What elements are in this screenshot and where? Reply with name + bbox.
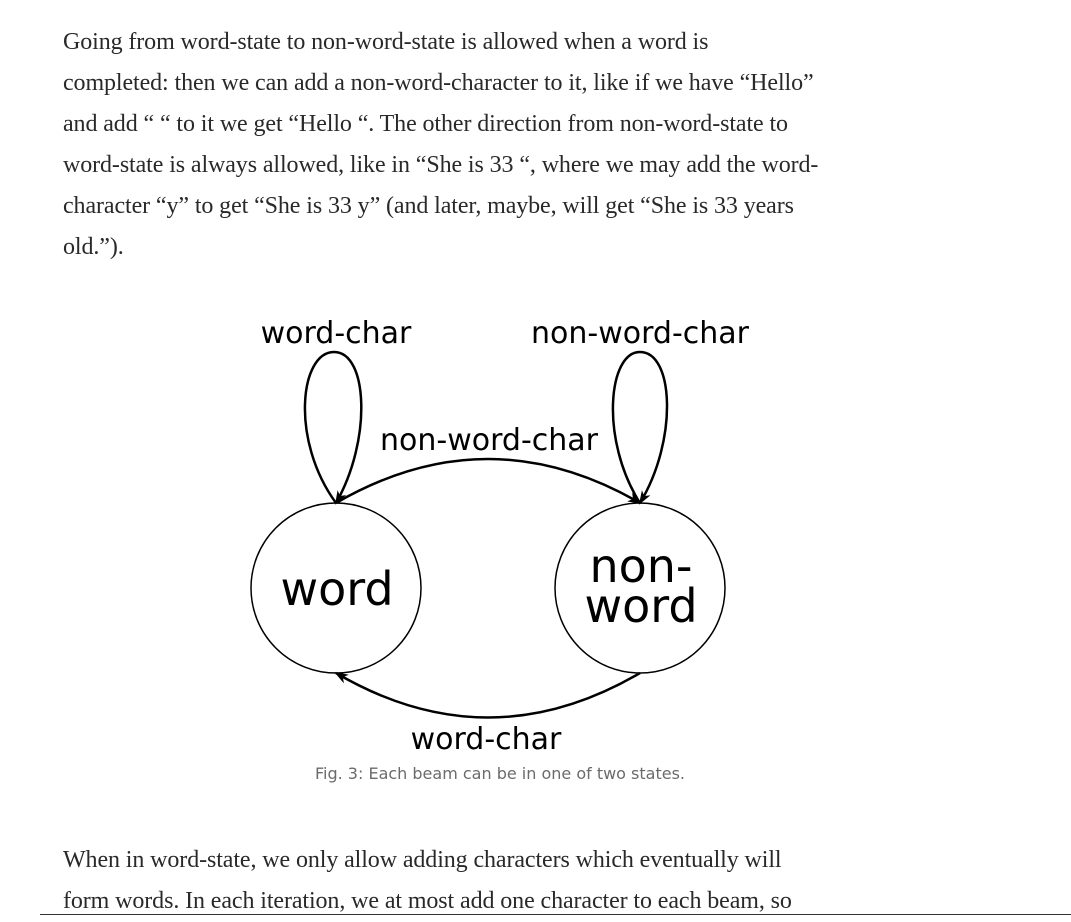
non-word-self-loop-label: non-word-char [531, 316, 750, 351]
text-line: When in word-state, we only allow adding… [63, 847, 782, 873]
state-diagram-figure: word non- word word-char non-word-char n… [0, 300, 1071, 800]
divider [40, 914, 1071, 915]
article-body: Going from word-state to non-word-state … [63, 22, 953, 268]
non-word-state-label-line1: non- [589, 539, 692, 593]
word-to-non-word-arrow [335, 457, 642, 505]
text-line: word-state is always allowed, like in “S… [63, 152, 819, 178]
article-body-continued: When in word-state, we only allow adding… [63, 840, 953, 922]
state-diagram: word non- word word-char non-word-char n… [250, 316, 750, 757]
non-word-self-loop-arrow [611, 350, 669, 505]
text-line: Going from word-state to non-word-state … [63, 29, 709, 55]
non-word-to-word-label: word-char [411, 722, 562, 757]
text-line: completed: then we can add a non-word-ch… [63, 70, 814, 96]
word-to-non-word-label: non-word-char [380, 423, 599, 458]
word-state-label: word [280, 562, 393, 616]
word-self-loop-arrow [303, 350, 363, 505]
figure-caption: Fig. 3: Each beam can be in one of two s… [314, 764, 686, 783]
text-line: form words. In each iteration, we at mos… [63, 888, 792, 914]
paragraph: When in word-state, we only allow adding… [63, 840, 953, 922]
text-line: character “y” to get “She is 33 y” (and … [63, 193, 794, 219]
non-word-to-word-arrow [334, 671, 641, 719]
paragraph: Going from word-state to non-word-state … [63, 22, 953, 268]
non-word-state-label-line2: word [584, 579, 697, 633]
word-self-loop-label: word-char [261, 316, 412, 351]
text-line: old.”). [63, 234, 124, 260]
text-line: and add “ “ to it we get “Hello “. The o… [63, 111, 788, 137]
